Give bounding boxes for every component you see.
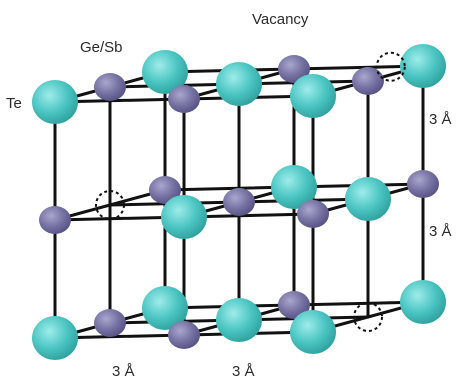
gesb-atom — [39, 206, 71, 234]
vacancy-marker — [353, 302, 383, 332]
te-atom — [216, 62, 262, 106]
gesb-atom — [278, 291, 310, 319]
gesb-atom — [407, 170, 439, 198]
gesb-label: Ge/Sb — [80, 39, 123, 56]
gesb-atom — [168, 321, 200, 349]
dimension-label-bottom-right: 3 Å — [232, 363, 255, 380]
te-atom — [290, 310, 336, 354]
te-atom — [142, 286, 188, 330]
te-atom — [290, 74, 336, 118]
gesb-atom — [297, 200, 329, 228]
vacancies — [95, 51, 406, 332]
gesb-atom — [168, 85, 200, 113]
te-atom — [32, 80, 78, 124]
gesb-atom — [94, 73, 126, 101]
vacancy-marker — [95, 190, 125, 220]
gesb-atom — [278, 55, 310, 83]
te-atom — [345, 177, 391, 221]
te-atom — [161, 195, 207, 239]
gesb-atom — [352, 67, 384, 95]
te-label: Te — [6, 95, 22, 112]
te-atom — [216, 298, 262, 342]
dimension-label-right-lower: 3 Å — [429, 223, 452, 240]
atoms — [32, 44, 446, 360]
dimension-label-bottom-left: 3 Å — [112, 363, 135, 380]
gesb-atom — [149, 176, 181, 204]
te-atom — [400, 44, 446, 88]
te-atom — [271, 165, 317, 209]
gesb-atom — [94, 309, 126, 337]
te-atom — [142, 50, 188, 94]
dimension-label-right-upper: 3 Å — [429, 111, 452, 128]
gesb-atom — [223, 188, 255, 216]
vacancy-marker — [375, 51, 406, 82]
te-atom — [32, 316, 78, 360]
te-atom — [400, 280, 446, 324]
vacancy-label: Vacancy — [252, 11, 309, 28]
